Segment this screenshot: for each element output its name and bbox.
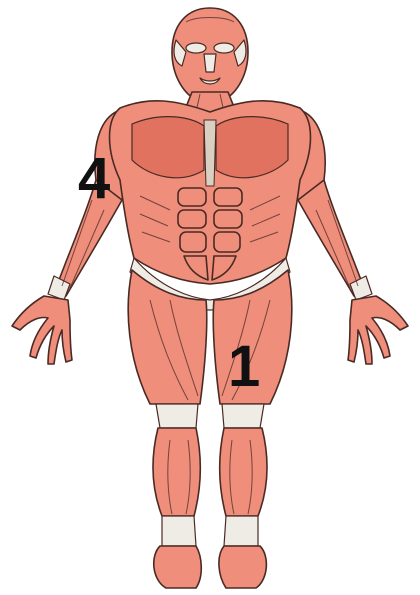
label-1: 1 — [228, 338, 260, 396]
label-4: 4 — [78, 150, 110, 208]
leg-left — [128, 270, 207, 588]
head — [172, 8, 248, 100]
leg-right — [213, 270, 292, 588]
torso — [110, 101, 311, 284]
